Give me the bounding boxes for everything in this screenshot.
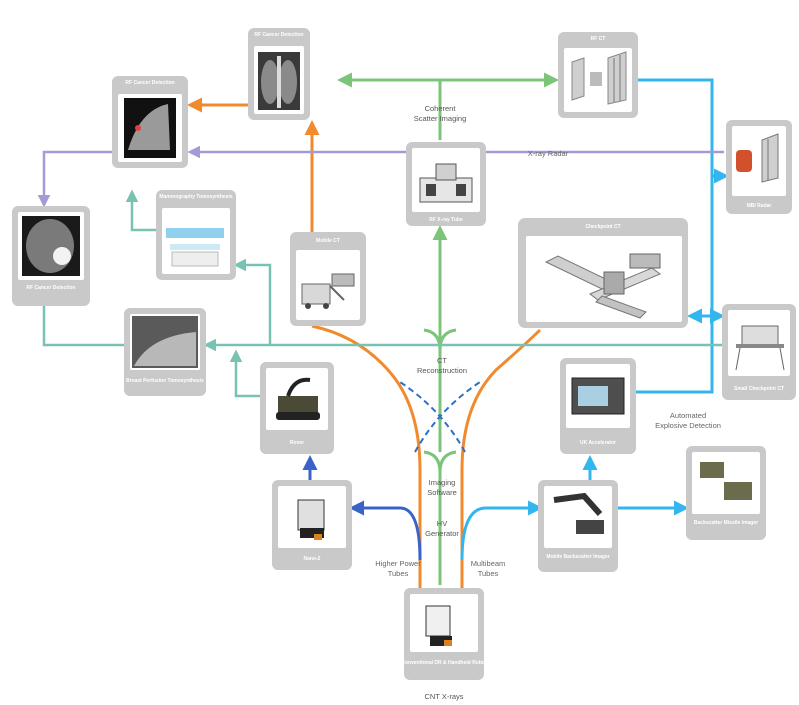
node-rover: Rover [260,362,334,454]
teal-bus-vertical [233,258,272,345]
node-title: Mobile Backscatter Imager [546,554,609,560]
edge-label-higher-power-2: Tubes [388,569,409,578]
backpack-scanner-icon [736,133,779,183]
rover-robot-icon [276,377,320,420]
node-mbi-radar: MBI Radar [726,120,792,214]
node-title: Checkpoint CT [585,224,620,230]
nodes: RF Cancer Detection RF CT [12,28,796,680]
teal-rover-up [229,349,260,398]
teal-mammo-up [125,189,156,232]
node-title: Mobile CT [316,238,340,244]
node-rf-cancer-detection-left: RF Cancer Detection [112,76,188,168]
purple-to-brain [37,150,112,208]
mobile-ct-icon [301,273,355,309]
node-title: Rover [290,440,304,446]
node-mammography: Mammography Tomosynthesis [156,190,236,280]
hub-label-coherent-1: Coherent [425,104,457,113]
green-fork-imaging [423,450,457,473]
node-title: RF CT [591,36,606,42]
dashed-blue-right [399,381,466,453]
teal-breast-to-brain [37,289,124,347]
brain-mri-icon [22,216,80,276]
node-title: RF Cancer Detection [26,285,75,291]
hub-label-ct-2: Reconstruction [417,366,467,375]
xray-tube-icon [419,163,473,203]
blue-vertical-bus [609,72,714,394]
edge-label-explosive-1: Automated [670,411,706,420]
node-conventional-dr: Conventional DR & Handheld Robot [401,588,487,680]
chest-xray-icon [258,52,300,110]
checkpoint-ct-icon [544,253,661,319]
mobile-robot-icon [297,499,325,540]
backscatter-units-icon [700,462,752,500]
accelerator-icon [571,377,625,415]
edge-label-multibeam-2: Tubes [478,569,499,578]
node-breast-perfusion: Breast Perfusion Tomosynthesis [124,308,206,396]
hub-label-hv-1: HV [437,519,447,528]
hub-label-coherent-2: Scatter Imaging [414,114,467,123]
node-small-checkpoint-ct: Small Checkpoint CT [722,304,796,400]
node-uk-accelerator: UK Accelerator [560,358,636,454]
node-backscatter-imager: Backscatter Missile Imager [686,446,766,540]
node-title: RF Cancer Detection [254,32,303,38]
edge-label-explosive-2: Explosive Detection [655,421,721,430]
node-title: Mammography Tomosynthesis [159,194,232,200]
mammography-machine-icon [166,228,224,267]
node-title: UK Accelerator [580,440,616,446]
edge-label-multibeam-1: Multibeam [471,559,506,568]
navy-to-nano2 [349,500,422,561]
small-scanner-icon [735,325,785,371]
edge-label-higher-power-1: Higher Power [375,559,421,568]
node-title: RF Cancer Detection [125,80,174,86]
node-title: RF X-ray Tube [429,217,463,223]
edge-label-xray-radar: X-ray Radar [528,149,569,158]
node-title: MBI Radar [747,203,772,209]
robot-arm-icon [553,492,604,534]
node-title: Breast Perfusion Tomosynthesis [126,378,204,384]
node-checkpoint-ct: Checkpoint CT [518,218,688,328]
node-title: Backscatter Missile Imager [694,520,758,526]
green-fork-ct [423,328,457,351]
orange-left-curve [311,324,422,590]
hub-label-imaging-1: Imaging [429,478,456,487]
bottom-label-cnt-xrays: CNT X-rays [424,692,463,701]
node-rf-cancer-detection-top: RF Cancer Detection [248,28,310,120]
cart-robot-icon [425,605,452,646]
node-mobile-backscatter: Mobile Backscatter Imager [538,480,618,572]
hub-label-hv-2: Generator [425,529,459,538]
orange-right-curve [460,328,542,590]
node-nano2: Nano-2 [272,480,352,570]
ct-panels-icon [571,51,627,105]
mammogram-icon [124,98,176,158]
node-rf-xray-tube: RF X-ray Tube [406,142,486,226]
node-mobile-ct: Mobile CT [290,232,366,326]
node-rf-ct: RF CT [558,32,638,118]
node-title: Conventional DR & Handheld Robot [401,660,487,666]
hub-label-imaging-2: Software [427,488,457,497]
node-title: Nano-2 [304,556,321,562]
node-rf-cancer-detection-brain: RF Cancer Detection [12,206,90,306]
labels: Coherent Scatter Imaging CT Reconstructi… [375,104,721,701]
blue-to-mobile-backscatter [460,500,543,561]
node-title: Small Checkpoint CT [734,386,784,392]
hub-label-ct-1: CT [437,356,447,365]
breast-imaging-icon [132,316,198,368]
